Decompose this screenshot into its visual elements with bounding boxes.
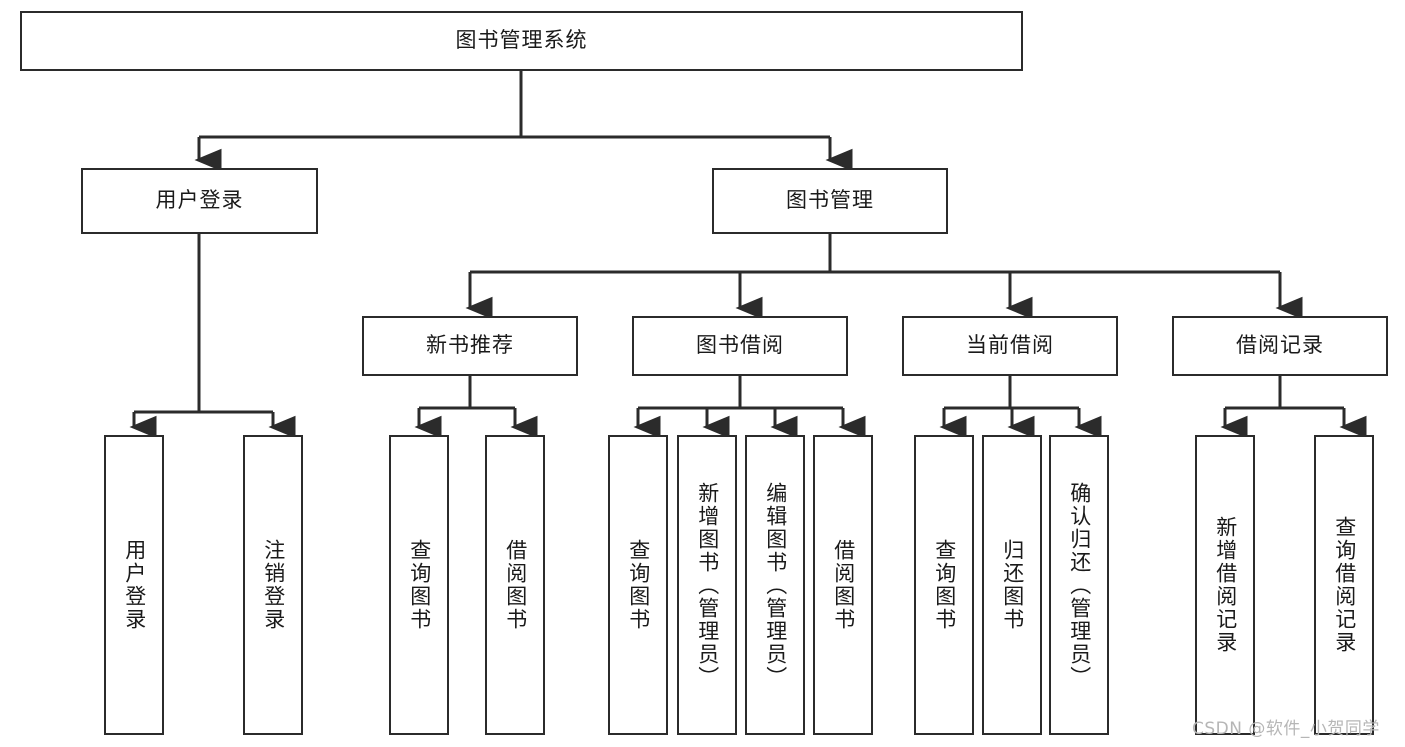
leaf-query-record[interactable]: 查询借阅记录 (1314, 435, 1374, 735)
node-borrow-record[interactable]: 借阅记录 (1172, 316, 1388, 376)
leaf-confirm-return[interactable]: 确认归还（管理员） (1049, 435, 1109, 735)
node-root-label: 图书管理系统 (455, 28, 588, 53)
leaf-borrow-book-2[interactable]: 借阅图书 (813, 435, 873, 735)
leaf-add-book[interactable]: 新增图书（管理员） (677, 435, 737, 735)
leaf-borrow-book-1[interactable]: 借阅图书 (485, 435, 545, 735)
node-book-manage-label: 图书管理 (786, 188, 874, 213)
leaf-return-book-label: 归还图书 (1000, 539, 1025, 631)
leaf-logout-label: 注销登录 (261, 539, 286, 631)
leaf-confirm-return-label: 确认归还（管理员） (1067, 481, 1092, 689)
leaf-edit-book-label: 编辑图书（管理员） (763, 481, 788, 689)
leaf-query-book-1[interactable]: 查询图书 (389, 435, 449, 735)
leaf-query-record-label: 查询借阅记录 (1332, 516, 1357, 654)
leaf-borrow-book-2-label: 借阅图书 (831, 539, 856, 631)
leaf-edit-book[interactable]: 编辑图书（管理员） (745, 435, 805, 735)
node-current-borrow-label: 当前借阅 (966, 333, 1054, 358)
leaf-query-book-1-label: 查询图书 (407, 539, 432, 631)
watermark: CSDN @软件_小贺同学 (1192, 719, 1380, 739)
node-new-book-rec-label: 新书推荐 (426, 333, 514, 358)
leaf-add-book-label: 新增图书（管理员） (695, 481, 720, 689)
leaf-add-record[interactable]: 新增借阅记录 (1195, 435, 1255, 735)
leaf-user-login[interactable]: 用户登录 (104, 435, 164, 735)
leaf-add-record-label: 新增借阅记录 (1213, 516, 1238, 654)
node-new-book-rec[interactable]: 新书推荐 (362, 316, 578, 376)
node-user-login[interactable]: 用户登录 (81, 168, 318, 234)
node-current-borrow[interactable]: 当前借阅 (902, 316, 1118, 376)
node-root[interactable]: 图书管理系统 (20, 11, 1023, 71)
leaf-query-book-3[interactable]: 查询图书 (914, 435, 974, 735)
node-book-borrow[interactable]: 图书借阅 (632, 316, 848, 376)
leaf-query-book-3-label: 查询图书 (932, 539, 957, 631)
node-book-manage[interactable]: 图书管理 (712, 168, 948, 234)
node-user-login-label: 用户登录 (155, 188, 244, 213)
leaf-logout[interactable]: 注销登录 (243, 435, 303, 735)
node-book-borrow-label: 图书借阅 (696, 333, 784, 358)
node-borrow-record-label: 借阅记录 (1236, 333, 1324, 358)
leaf-query-book-2-label: 查询图书 (626, 539, 651, 631)
leaf-return-book[interactable]: 归还图书 (982, 435, 1042, 735)
leaf-user-login-label: 用户登录 (122, 539, 147, 631)
leaf-query-book-2[interactable]: 查询图书 (608, 435, 668, 735)
leaf-borrow-book-1-label: 借阅图书 (503, 539, 528, 631)
